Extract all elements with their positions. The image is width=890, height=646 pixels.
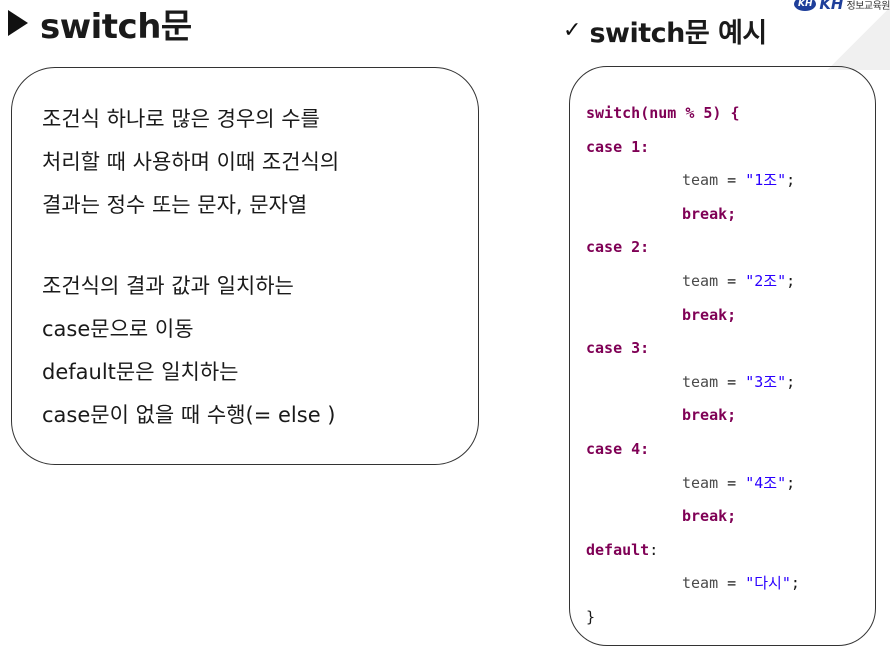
logo-subtext: 정보교육원 [847,0,890,12]
description-box: 조건식 하나로 많은 경우의 수를 처리할 때 사용하며 이때 조건식의 결과는… [11,67,479,465]
variable-team: team [682,171,718,189]
case-label: 2: [631,238,649,256]
description-line: 조건식 하나로 많은 경우의 수를 [42,98,468,141]
assign-operator: = [718,474,745,492]
semicolon: ; [791,574,800,592]
variable-team: team [682,373,718,391]
logo-text: KH [819,0,843,13]
semicolon: ; [786,373,795,391]
string-value: "4조" [745,474,786,492]
example-title: ✓ switch문 예시 [563,12,767,48]
checkmark-icon: ✓ [563,18,581,43]
code-line-case: case 4: [586,433,875,467]
keyword-case: case [586,238,622,256]
case-label: 3: [631,339,649,357]
code-line-assign: team = "3조"; [586,366,875,400]
code-line-assign: team = "4조"; [586,467,875,501]
closing-brace: } [586,608,595,626]
case-label: 4: [631,440,649,458]
keyword-case: case [586,440,622,458]
semicolon: ; [786,474,795,492]
code-line-close: } [586,601,875,635]
assign-operator: = [718,373,745,391]
code-line-break: break; [586,399,875,433]
semicolon: ; [786,171,795,189]
code-line-break: break; [586,299,875,333]
assign-operator: = [718,171,745,189]
semicolon: ; [727,406,736,424]
code-line-case: case 1: [586,131,875,165]
keyword-break: break [682,205,727,223]
code-line-default: default: [586,534,875,568]
slide-title: switch문 [8,0,192,46]
variable-team: team [682,474,718,492]
play-triangle-icon [8,10,28,36]
keyword-switch: switch [586,104,640,122]
code-line-switch: switch(num % 5) { [586,97,875,131]
string-value: "3조" [745,373,786,391]
assign-operator: = [718,574,745,592]
kh-logo: KH KH 정보교육원 [794,0,890,14]
semicolon: ; [727,507,736,525]
description-paragraph-1: 조건식 하나로 많은 경우의 수를 처리할 때 사용하며 이때 조건식의 결과는… [42,98,468,227]
code-line-assign: team = "1조"; [586,164,875,198]
assign-operator: = [718,272,745,290]
description-line: 조건식의 결과 값과 일치하는 [42,265,468,308]
variable-team: team [682,574,718,592]
description-line: 결과는 정수 또는 문자, 문자열 [42,184,468,227]
semicolon: ; [727,306,736,324]
description-line: case문으로 이동 [42,308,468,351]
logo-mark-icon: KH [794,0,816,11]
variable-team: team [682,272,718,290]
description-line: case문이 없을 때 수행(= else ) [42,394,468,437]
semicolon: ; [727,205,736,223]
slide-title-text: switch문 [40,0,192,48]
description-line: default문은 일치하는 [42,351,468,394]
code-line-case: case 3: [586,332,875,366]
code-example-box: switch(num % 5) { case 1: team = "1조"; b… [569,66,876,646]
description-paragraph-2: 조건식의 결과 값과 일치하는 case문으로 이동 default문은 일치하… [42,265,468,437]
keyword-break: break [682,507,727,525]
code-line-break: break; [586,198,875,232]
code-line-case: case 2: [586,231,875,265]
string-value: "다시" [745,574,791,592]
keyword-case: case [586,138,622,156]
description-line: 처리할 때 사용하며 이때 조건식의 [42,141,468,184]
code-line-assign: team = "다시"; [586,567,875,601]
keyword-case: case [586,339,622,357]
code-line-break: break; [586,500,875,534]
keyword-break: break [682,406,727,424]
keyword-break: break [682,306,727,324]
semicolon: ; [786,272,795,290]
example-title-text: switch문 예시 [589,11,766,50]
switch-expression: (num % 5) { [640,104,739,122]
colon: : [649,541,658,559]
code-line-assign: team = "2조"; [586,265,875,299]
case-label: 1: [631,138,649,156]
string-value: "2조" [745,272,786,290]
string-value: "1조" [745,171,786,189]
keyword-default: default [586,541,649,559]
